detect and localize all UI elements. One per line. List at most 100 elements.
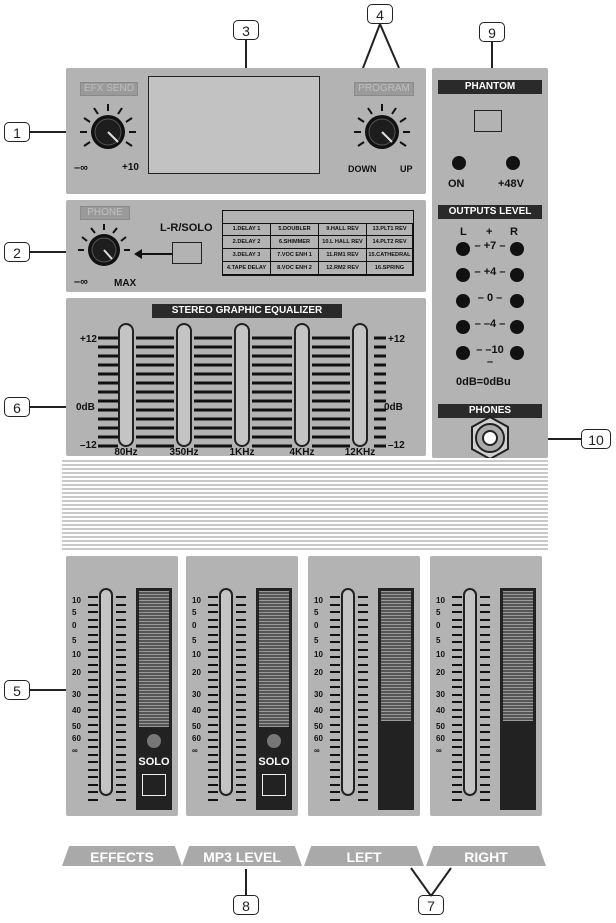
eq-fader-3[interactable] bbox=[294, 323, 310, 447]
eq-band-line bbox=[312, 435, 350, 439]
fader-scale-value: 50 bbox=[314, 722, 323, 731]
fader-scale-tick bbox=[452, 678, 462, 681]
output-level-value: – +4 – bbox=[474, 266, 506, 278]
fader-scale-tick bbox=[330, 648, 340, 651]
fader-scale-tick bbox=[480, 618, 490, 621]
eq-scale-tick bbox=[374, 381, 386, 385]
lr-solo-button[interactable] bbox=[172, 242, 202, 264]
program-up: UP bbox=[400, 164, 413, 174]
fader-scale-tick bbox=[480, 746, 490, 748]
output-level-value: – +7 – bbox=[474, 240, 506, 252]
fader-scale-tick bbox=[208, 693, 218, 696]
solo-label: SOLO bbox=[138, 756, 170, 768]
fader-scale-tick bbox=[480, 798, 490, 801]
output-led-right bbox=[510, 268, 524, 282]
fader-scale-tick bbox=[358, 648, 368, 651]
fader-scale-tick bbox=[358, 731, 368, 733]
eq-band-line bbox=[194, 399, 232, 403]
callout-5: 5 bbox=[4, 680, 30, 700]
eq-fader-0[interactable] bbox=[118, 323, 134, 447]
fader-scale-tick bbox=[452, 686, 462, 688]
fader-scale-value: 20 bbox=[436, 668, 445, 677]
fader-scale-tick bbox=[208, 776, 218, 778]
fader-scale-tick bbox=[330, 701, 340, 703]
phone-knob[interactable] bbox=[76, 222, 132, 278]
fader-scale-tick bbox=[116, 641, 126, 643]
fader-scale-tick bbox=[330, 671, 340, 673]
channel-fader[interactable] bbox=[463, 588, 477, 796]
fader-scale-tick bbox=[452, 641, 462, 643]
fader-scale-tick bbox=[452, 723, 462, 726]
eq-band-line bbox=[252, 381, 292, 385]
fader-scale-tick bbox=[88, 701, 98, 703]
fader-scale-tick bbox=[330, 693, 340, 696]
eq-band-line bbox=[312, 363, 350, 367]
eq-band-line bbox=[252, 363, 292, 367]
eq-band-line bbox=[252, 417, 292, 421]
channel-fader[interactable] bbox=[99, 588, 113, 796]
fader-scale-tick bbox=[480, 723, 490, 726]
fader-scale-tick bbox=[452, 731, 462, 733]
fader-scale-tick bbox=[236, 596, 246, 598]
fader-scale-tick bbox=[208, 768, 218, 771]
fader-scale-tick bbox=[330, 753, 340, 756]
eq-band-line bbox=[98, 435, 116, 439]
program-knob[interactable] bbox=[352, 102, 412, 162]
output-led-right bbox=[510, 346, 524, 360]
eq-left-mid: 0dB bbox=[76, 402, 95, 413]
efx-send-knob[interactable] bbox=[78, 102, 138, 162]
fader-scale-tick bbox=[208, 656, 218, 658]
channel-fader[interactable] bbox=[219, 588, 233, 796]
fader-scale-tick bbox=[480, 678, 490, 681]
eq-fader-4[interactable] bbox=[352, 323, 368, 447]
callout-4-leaders bbox=[362, 23, 400, 69]
phantom-switch[interactable] bbox=[474, 110, 502, 132]
fader-scale-value: 60 bbox=[436, 734, 445, 743]
fader-scale-tick bbox=[330, 761, 340, 763]
fader-scale-tick bbox=[480, 596, 490, 598]
eq-band-line bbox=[252, 345, 292, 349]
fader-scale-tick bbox=[236, 656, 246, 658]
eq-scale-tick bbox=[374, 363, 386, 367]
fader-scale-tick bbox=[236, 761, 246, 763]
fader-scale-tick bbox=[330, 723, 340, 726]
output-led-left bbox=[456, 294, 470, 308]
fader-scale-tick bbox=[208, 761, 218, 763]
fader-scale-tick bbox=[88, 633, 98, 636]
callout-3-leader bbox=[245, 40, 247, 68]
eq-band-line bbox=[312, 345, 350, 349]
fader-scale-tick bbox=[452, 798, 462, 801]
fader-scale-tick bbox=[208, 731, 218, 733]
fader-scale-tick bbox=[358, 768, 368, 771]
solo-button[interactable] bbox=[262, 774, 286, 796]
eq-band-line bbox=[136, 372, 174, 376]
phantom-48v-led bbox=[506, 156, 520, 170]
fader-scale-value: 10 bbox=[72, 650, 81, 659]
headphone-jack-icon[interactable] bbox=[466, 414, 514, 462]
fader-scale-tick bbox=[88, 618, 98, 621]
fader-scale-tick bbox=[330, 663, 340, 666]
fader-scale-tick bbox=[452, 716, 462, 718]
eq-band-line bbox=[98, 336, 116, 340]
effect-preset: 2.DELAY 2 bbox=[223, 236, 271, 249]
eq-fader-2[interactable] bbox=[234, 323, 250, 447]
eq-band-line bbox=[136, 390, 174, 394]
fader-scale-value: 5 bbox=[314, 636, 319, 645]
fader-scale-tick bbox=[358, 701, 368, 703]
solo-button[interactable] bbox=[142, 774, 166, 796]
fader-scale-tick bbox=[480, 761, 490, 763]
fader-scale-tick bbox=[452, 596, 462, 598]
effect-preset: 7.VOC ENH 1 bbox=[271, 249, 319, 262]
effect-preset: 16.SPRING bbox=[367, 262, 413, 275]
fader-scale-tick bbox=[116, 753, 126, 756]
fader-scale-value: 10 bbox=[436, 650, 445, 659]
fader-scale-tick bbox=[330, 731, 340, 733]
fader-scale-tick bbox=[116, 633, 126, 636]
channel-fader[interactable] bbox=[341, 588, 355, 796]
meter-segments bbox=[259, 591, 289, 727]
fader-scale-tick bbox=[88, 686, 98, 688]
fader-scale-tick bbox=[88, 746, 98, 748]
eq-band-line bbox=[98, 444, 116, 448]
eq-fader-1[interactable] bbox=[176, 323, 192, 447]
